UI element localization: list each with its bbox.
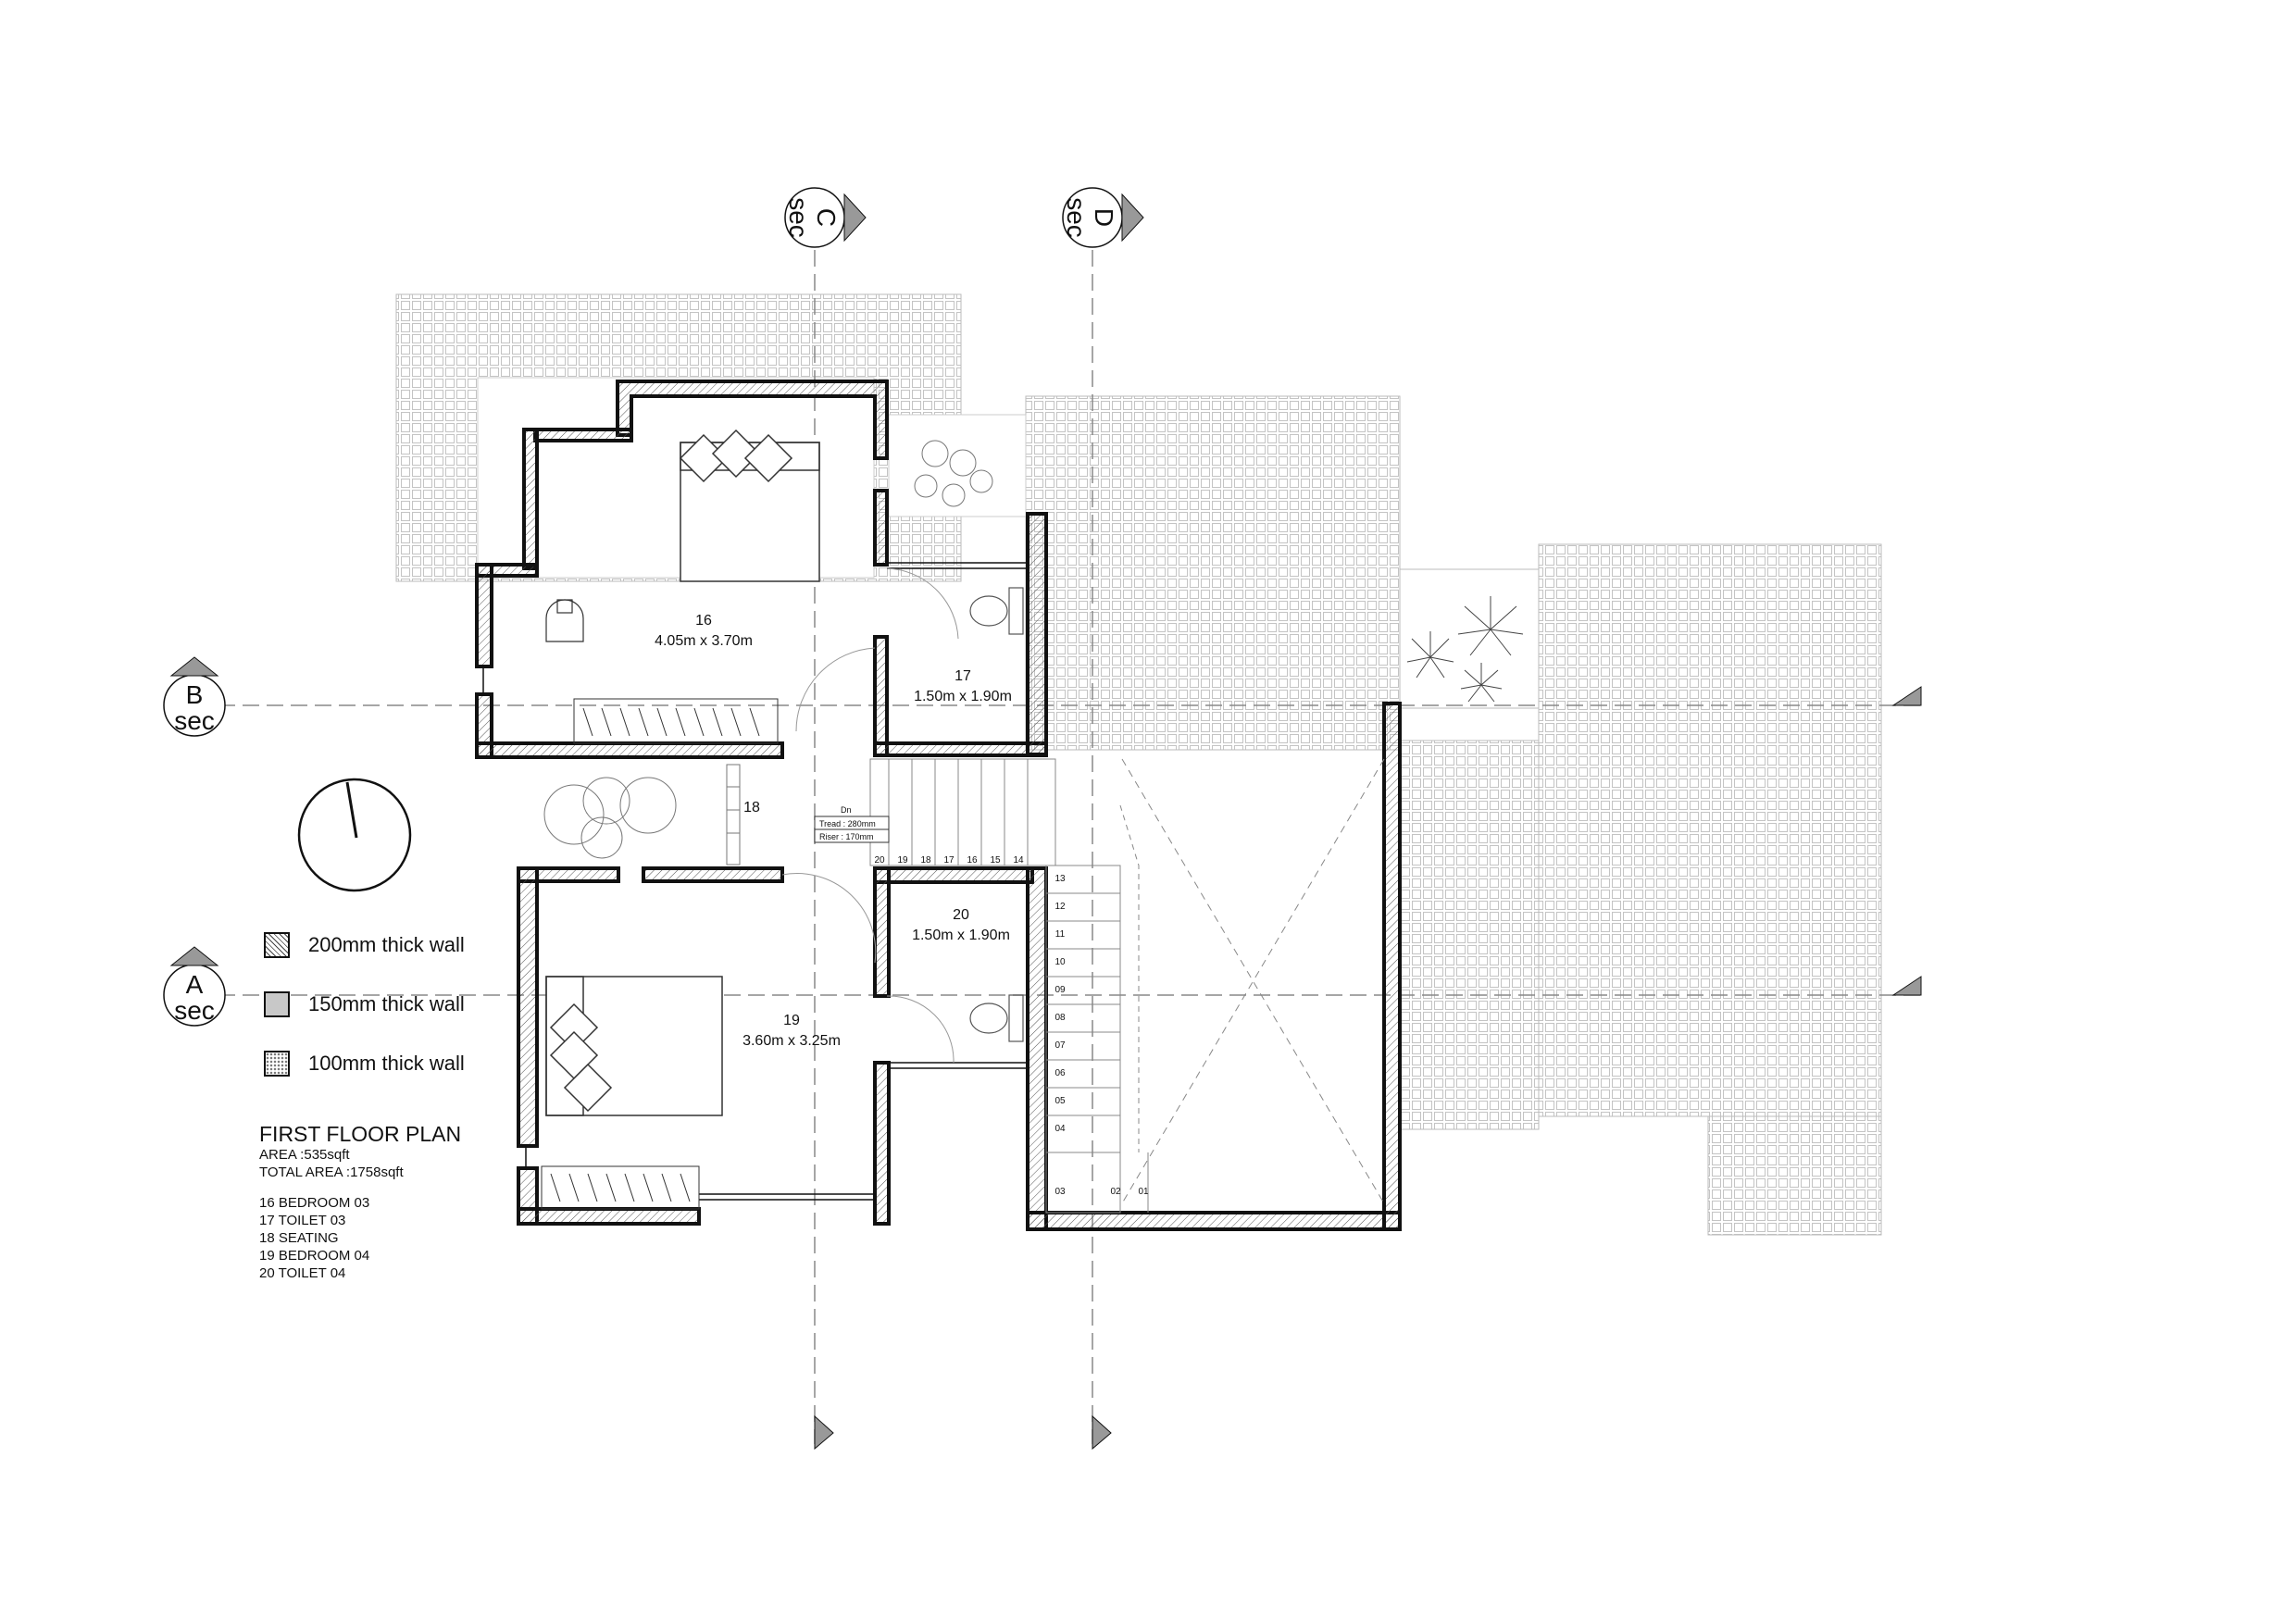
toilet-fixtures bbox=[969, 587, 1024, 1042]
stair-step-numbers: 20 19 18 17 16 15 14 13 12 11 10 09 08 0… bbox=[874, 855, 1149, 1197]
legend-label-100: 100mm thick wall bbox=[308, 1052, 465, 1075]
section-marker-d: D sec bbox=[1062, 187, 1144, 248]
step-01: 01 bbox=[1138, 1187, 1149, 1197]
legend-row-200: 200mm thick wall bbox=[264, 930, 465, 960]
planter-strip bbox=[1399, 568, 1540, 709]
paving-right bbox=[1538, 543, 1882, 1117]
legend-label-200: 200mm thick wall bbox=[308, 933, 465, 956]
step-14: 14 bbox=[1013, 855, 1024, 866]
plan-notes: FIRST FLOOR PLAN AREA :535sqft TOTAL ARE… bbox=[259, 1122, 461, 1282]
room-16-number: 16 bbox=[695, 613, 712, 629]
seating-area bbox=[726, 764, 741, 866]
step-12: 12 bbox=[1054, 902, 1066, 912]
step-08: 08 bbox=[1054, 1013, 1066, 1023]
landscape-plants bbox=[543, 440, 1524, 859]
north-indicator bbox=[297, 778, 412, 892]
legend-label-150: 150mm thick wall bbox=[308, 992, 465, 1015]
legend-swatch-150 bbox=[264, 991, 290, 1017]
plan-total-area: TOTAL AREA :1758sqft bbox=[259, 1164, 404, 1180]
section-marker-c: C sec bbox=[784, 187, 867, 248]
step-13: 13 bbox=[1054, 874, 1066, 884]
paving-mid-right bbox=[1399, 740, 1540, 1130]
section-marker-b: B sec bbox=[163, 656, 226, 737]
section-letter-d: D bbox=[1090, 208, 1118, 227]
windows bbox=[482, 562, 1028, 1201]
room-list-item: 20 TOILET 04 bbox=[259, 1265, 346, 1281]
section-letter-a: A bbox=[186, 970, 204, 999]
legend-row-100: 100mm thick wall bbox=[264, 1049, 465, 1078]
room-list-item: 17 TOILET 03 bbox=[259, 1213, 346, 1228]
section-word-c: sec bbox=[784, 197, 813, 238]
room-19-size: 3.60m x 3.25m bbox=[742, 1033, 841, 1049]
step-17: 17 bbox=[943, 855, 955, 866]
legend-swatch-100 bbox=[264, 1051, 290, 1077]
wardrobes bbox=[541, 698, 779, 1210]
staircase bbox=[869, 758, 1385, 1214]
step-10: 10 bbox=[1054, 957, 1066, 967]
room-labels: 16 4.05m x 3.70m 17 1.50m x 1.90m 18 20 … bbox=[655, 613, 1012, 1049]
section-marker-a: A sec bbox=[163, 946, 226, 1027]
room-18-number: 18 bbox=[743, 800, 760, 816]
room-16-size: 4.05m x 3.70m bbox=[655, 633, 753, 649]
room-20-number: 20 bbox=[953, 907, 969, 923]
stair-tread: Tread : 280mm bbox=[819, 819, 876, 828]
section-word-d: sec bbox=[1062, 197, 1091, 238]
room-20-size: 1.50m x 1.90m bbox=[912, 928, 1010, 943]
room-17-size: 1.50m x 1.90m bbox=[914, 689, 1012, 704]
step-04: 04 bbox=[1054, 1124, 1066, 1134]
step-18: 18 bbox=[920, 855, 931, 866]
walls bbox=[475, 380, 1402, 1231]
legend-swatch-200 bbox=[264, 932, 290, 958]
legend-row-150: 150mm thick wall bbox=[264, 990, 465, 1019]
plan-area: AREA :535sqft bbox=[259, 1147, 350, 1163]
stair-label-box: Dn Tread : 280mm Riser : 170mm bbox=[814, 805, 890, 843]
room-list-item: 16 BEDROOM 03 bbox=[259, 1195, 370, 1211]
step-06: 06 bbox=[1054, 1068, 1066, 1078]
section-letter-b: B bbox=[186, 680, 204, 709]
stair-riser: Riser : 170mm bbox=[819, 832, 874, 841]
step-16: 16 bbox=[967, 855, 978, 866]
bed-bedroom-03 bbox=[679, 429, 820, 582]
door-swings bbox=[781, 567, 959, 1064]
section-arrowheads bbox=[814, 686, 1922, 1451]
paving-bottom-right bbox=[1707, 1115, 1882, 1236]
step-09: 09 bbox=[1054, 985, 1066, 995]
step-05: 05 bbox=[1054, 1096, 1066, 1106]
paving-center bbox=[1025, 395, 1401, 751]
step-15: 15 bbox=[990, 855, 1001, 866]
step-11: 11 bbox=[1055, 929, 1066, 940]
step-07: 07 bbox=[1054, 1040, 1066, 1051]
section-word-b: sec bbox=[174, 706, 215, 735]
bed-bedroom-04 bbox=[545, 976, 723, 1116]
room-19-number: 19 bbox=[783, 1013, 800, 1028]
room-list-item: 18 SEATING bbox=[259, 1230, 339, 1246]
plan-title: FIRST FLOOR PLAN bbox=[259, 1122, 462, 1146]
section-word-a: sec bbox=[174, 996, 215, 1025]
step-02: 02 bbox=[1110, 1187, 1121, 1197]
section-letter-c: C bbox=[812, 208, 841, 227]
step-19: 19 bbox=[897, 855, 908, 866]
pond bbox=[888, 414, 1027, 517]
room-list-item: 19 BEDROOM 04 bbox=[259, 1248, 370, 1264]
desk-chair bbox=[545, 599, 584, 642]
step-03: 03 bbox=[1054, 1187, 1066, 1197]
step-20: 20 bbox=[874, 855, 885, 866]
stair-direction: Dn bbox=[841, 805, 852, 815]
room-17-number: 17 bbox=[955, 668, 971, 684]
wall-legend: 200mm thick wall 150mm thick wall 100mm … bbox=[264, 930, 465, 1108]
